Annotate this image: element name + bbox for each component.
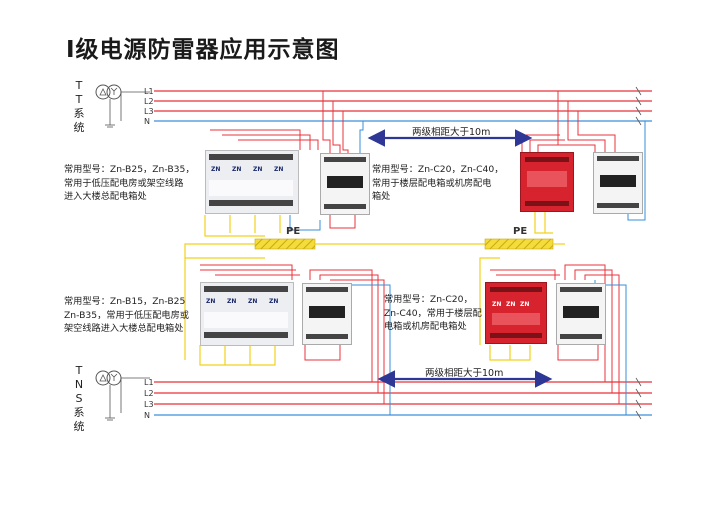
bus-label-l3: L3	[144, 107, 154, 116]
spd-module-white-tt: ZN ZN ZN ZN	[205, 150, 299, 214]
tns-char: 系	[73, 406, 85, 419]
bus-label-l1: L1	[144, 87, 154, 96]
tns-char: T	[75, 364, 83, 377]
tt-wires	[210, 91, 646, 231]
tns-char: N	[74, 378, 84, 391]
device-brand: ZN	[211, 166, 221, 173]
tt-system-label: T T 系 统	[71, 79, 87, 135]
device-brand: ZN	[232, 166, 242, 173]
tns-system-label: T N S 系 统	[71, 364, 87, 434]
device-brand: ZN	[248, 298, 258, 305]
pe-bar-right	[484, 238, 554, 250]
device-brand: ZN	[492, 301, 502, 308]
note-line: Zn-C40，常用于楼层配	[384, 307, 482, 319]
spd-module-red-tns: ZN ZN ZN	[485, 282, 547, 344]
device-brand: ZN	[274, 166, 284, 173]
tns-char: 统	[73, 420, 85, 433]
device-brand: ZN	[253, 166, 263, 173]
spd-module-red-tt	[520, 152, 574, 212]
note-line: 电箱或机房配电箱处	[384, 321, 467, 332]
tt-char: 统	[73, 121, 85, 134]
tt-bus-lines	[154, 86, 652, 126]
note-tt-mid: 常用型号：Zn-C20，Zn-C40， 常用于楼层配电箱或机房配电 箱处	[372, 163, 503, 204]
circuit-breaker-tns-2	[556, 283, 606, 345]
tt-char: T	[75, 79, 83, 92]
bus-label-n: N	[144, 117, 150, 126]
distance-label-top: 两级相距大于10m	[412, 127, 491, 138]
bus-label-l1: L1	[144, 378, 154, 387]
tt-char: T	[75, 93, 83, 106]
transformer-icon-tt	[95, 84, 150, 128]
device-brand: ZN	[269, 298, 279, 305]
circuit-breaker-tns-1	[302, 283, 352, 345]
note-line: 进入大楼总配电箱处	[64, 191, 147, 202]
circuit-breaker-tt-1	[320, 153, 370, 215]
note-line: Zn-B35，常用于低压配电房或	[64, 309, 189, 321]
note-tns-left: 常用型号：Zn-B15，Zn-B25 Zn-B35，常用于低压配电房或 架空线路…	[64, 295, 189, 336]
bus-label-l2: L2	[144, 389, 154, 398]
pe-label-right: PE	[513, 226, 528, 237]
bus-label-l2: L2	[144, 97, 154, 106]
bus-label-n: N	[144, 411, 150, 420]
circuit-breaker-tt-2	[593, 152, 643, 214]
note-line: 常用型号：Zn-B25，Zn-B35，	[64, 164, 195, 175]
device-brand: ZN	[227, 298, 237, 305]
pe-bar-left	[254, 238, 316, 250]
spd-module-white-tns: ZN ZN ZN ZN	[200, 282, 294, 346]
note-line: 常用型号：Zn-C20，	[384, 294, 473, 305]
note-line: 常用型号：Zn-B15，Zn-B25	[64, 296, 186, 307]
bus-label-l3: L3	[144, 400, 154, 409]
device-brand: ZN	[206, 298, 216, 305]
note-line: 常用型号：Zn-C20，Zn-C40，	[372, 164, 504, 175]
note-line: 常用于低压配电房或架空线路	[64, 177, 184, 189]
device-brand: ZN	[506, 301, 516, 308]
note-line: 架空线路进入大楼总配电箱处	[64, 323, 184, 334]
note-line: 箱处	[372, 191, 391, 202]
tns-wires	[200, 264, 627, 415]
transformer-icon-tns	[95, 370, 150, 421]
note-tns-mid: 常用型号：Zn-C20， Zn-C40，常用于楼层配 电箱或机房配电箱处	[384, 293, 482, 334]
tns-bus-lines	[154, 377, 652, 420]
tt-char: 系	[73, 107, 85, 120]
tns-char: S	[75, 392, 83, 405]
pe-label-left: PE	[286, 226, 301, 237]
note-tt-left: 常用型号：Zn-B25，Zn-B35， 常用于低压配电房或架空线路 进入大楼总配…	[64, 163, 195, 204]
device-brand: ZN	[520, 301, 530, 308]
page-title: I级电源防雷器应用示意图	[66, 37, 340, 63]
note-line: 常用于楼层配电箱或机房配电	[372, 177, 492, 189]
distance-label-bottom: 两级相距大于10m	[425, 368, 504, 379]
